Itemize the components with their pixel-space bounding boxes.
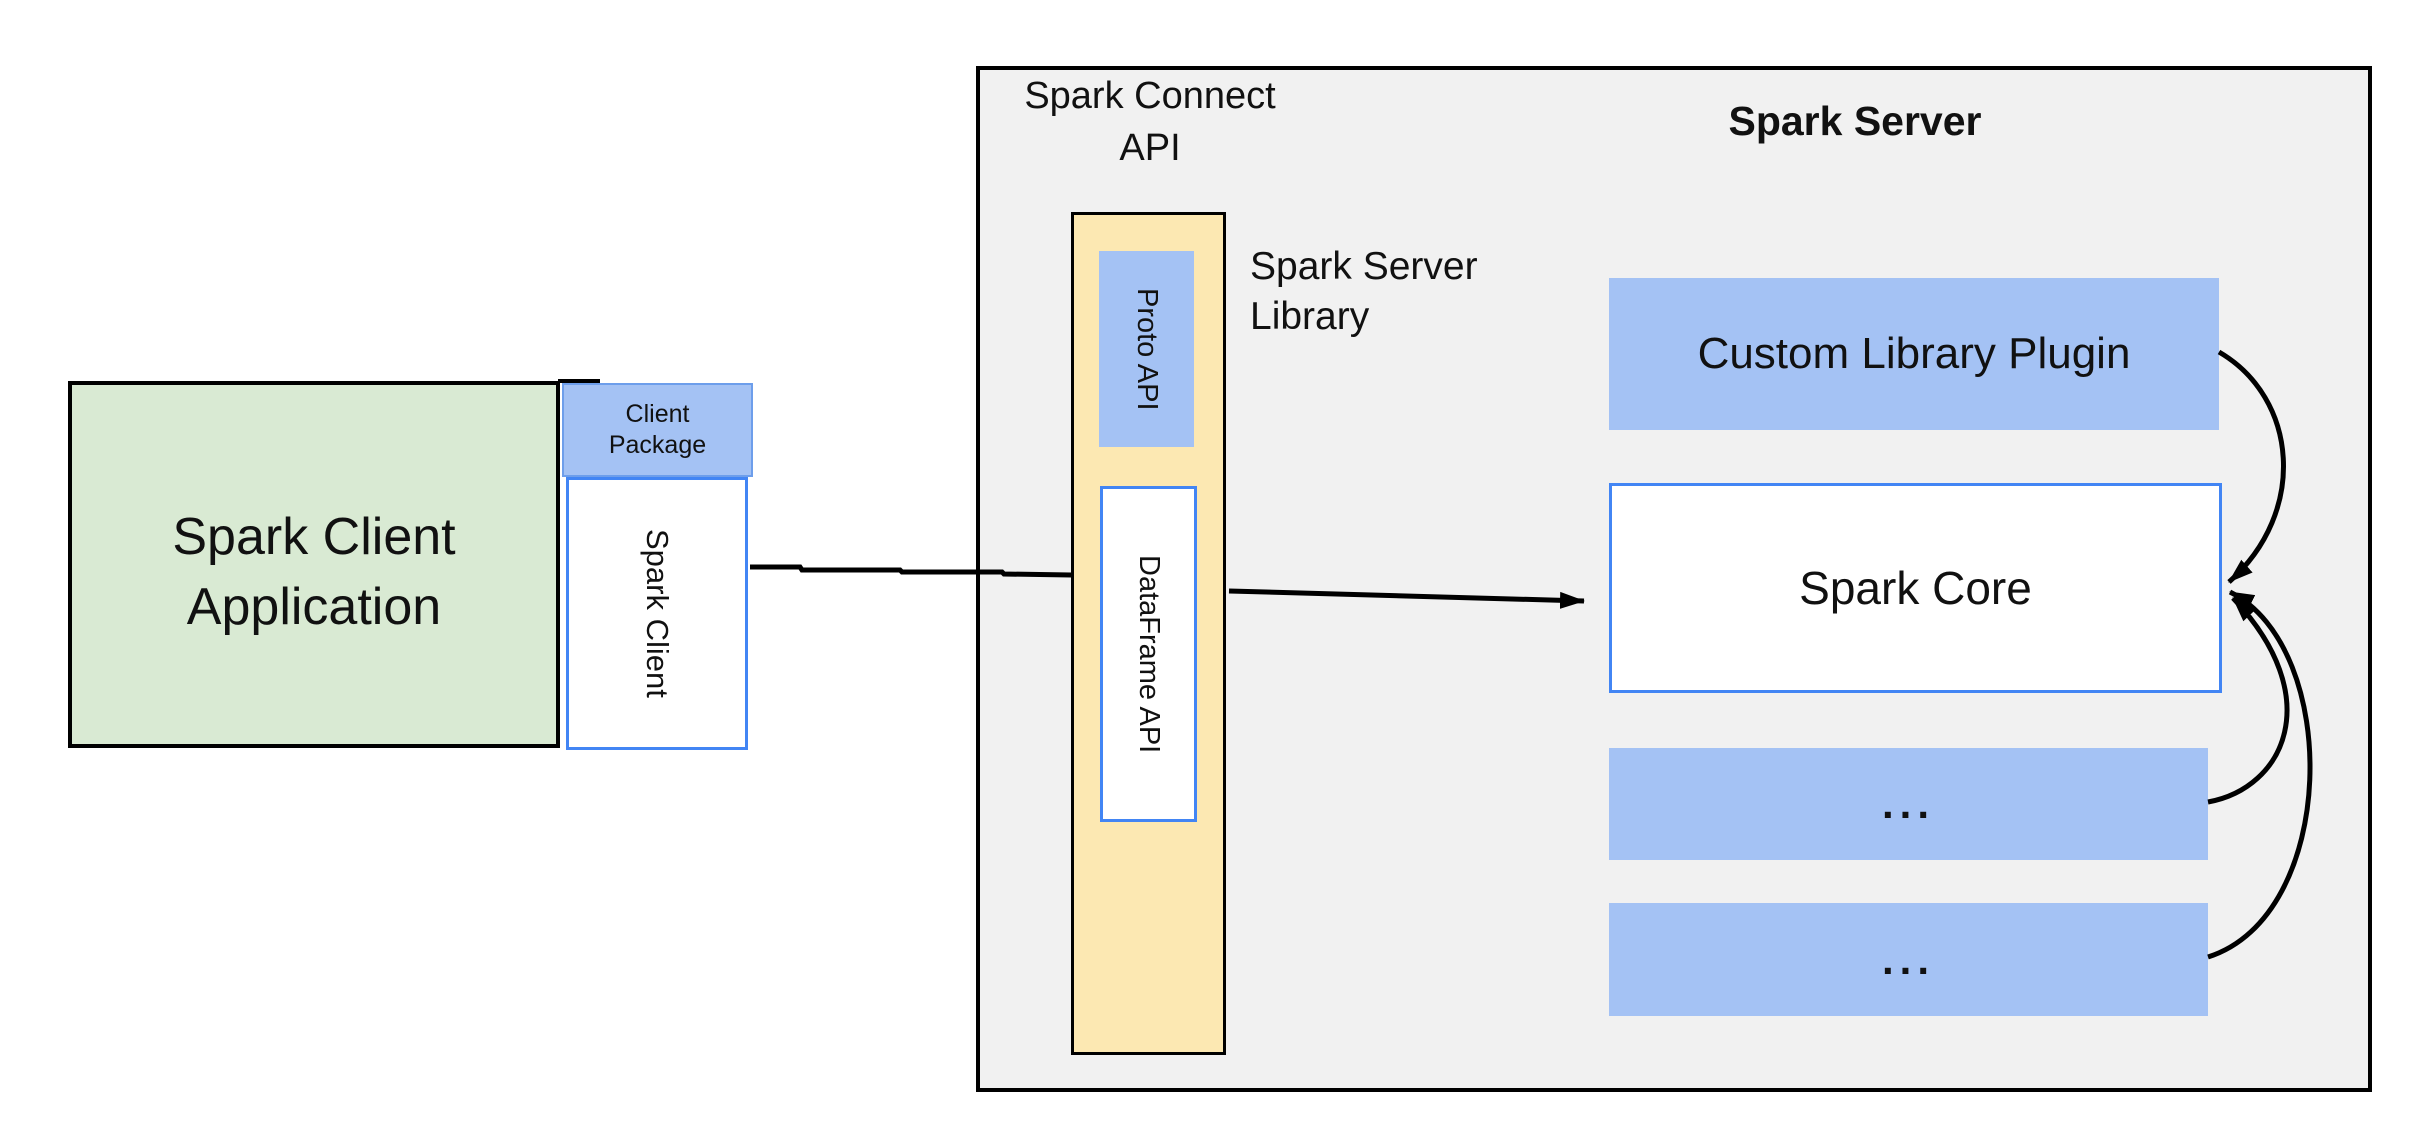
dataframe-api-box: DataFrame API bbox=[1100, 486, 1197, 822]
spark-core-box: Spark Core bbox=[1609, 483, 2222, 693]
client-package-line2: Package bbox=[608, 431, 707, 459]
spark-client-application-box: Spark Client Application bbox=[68, 381, 560, 748]
dataframe-api-label: DataFrame API bbox=[1133, 554, 1165, 754]
spark-server-library-label: Spark Server Library bbox=[1250, 242, 1570, 342]
spark-connect-api-line1: Spark Connect bbox=[1024, 75, 1276, 117]
proto-api-label: Proto API bbox=[1131, 287, 1163, 411]
spark-client-application-line1: Spark Client bbox=[172, 507, 456, 566]
spark-client-label: Spark Client bbox=[640, 529, 675, 698]
plugin-slot-1-box: ... bbox=[1609, 748, 2208, 860]
client-package-box: Client Package bbox=[562, 383, 753, 477]
spark-client-box: Spark Client bbox=[566, 477, 748, 750]
spark-connect-api-line2: API bbox=[1119, 127, 1181, 169]
proto-api-box: Proto API bbox=[1099, 251, 1194, 447]
client-package-line1: Client bbox=[625, 400, 690, 428]
spark-server-title: Spark Server bbox=[1728, 98, 1982, 144]
custom-library-plugin-box: Custom Library Plugin bbox=[1609, 278, 2219, 430]
spark-client-application-line2: Application bbox=[186, 577, 442, 636]
spark-server-library-line2: Library bbox=[1250, 295, 1370, 338]
spark-server-library-line1: Spark Server bbox=[1250, 245, 1478, 288]
plugin-slot-2-box: ... bbox=[1609, 903, 2208, 1016]
spark-connect-api-label: Spark Connect API bbox=[1000, 70, 1300, 174]
